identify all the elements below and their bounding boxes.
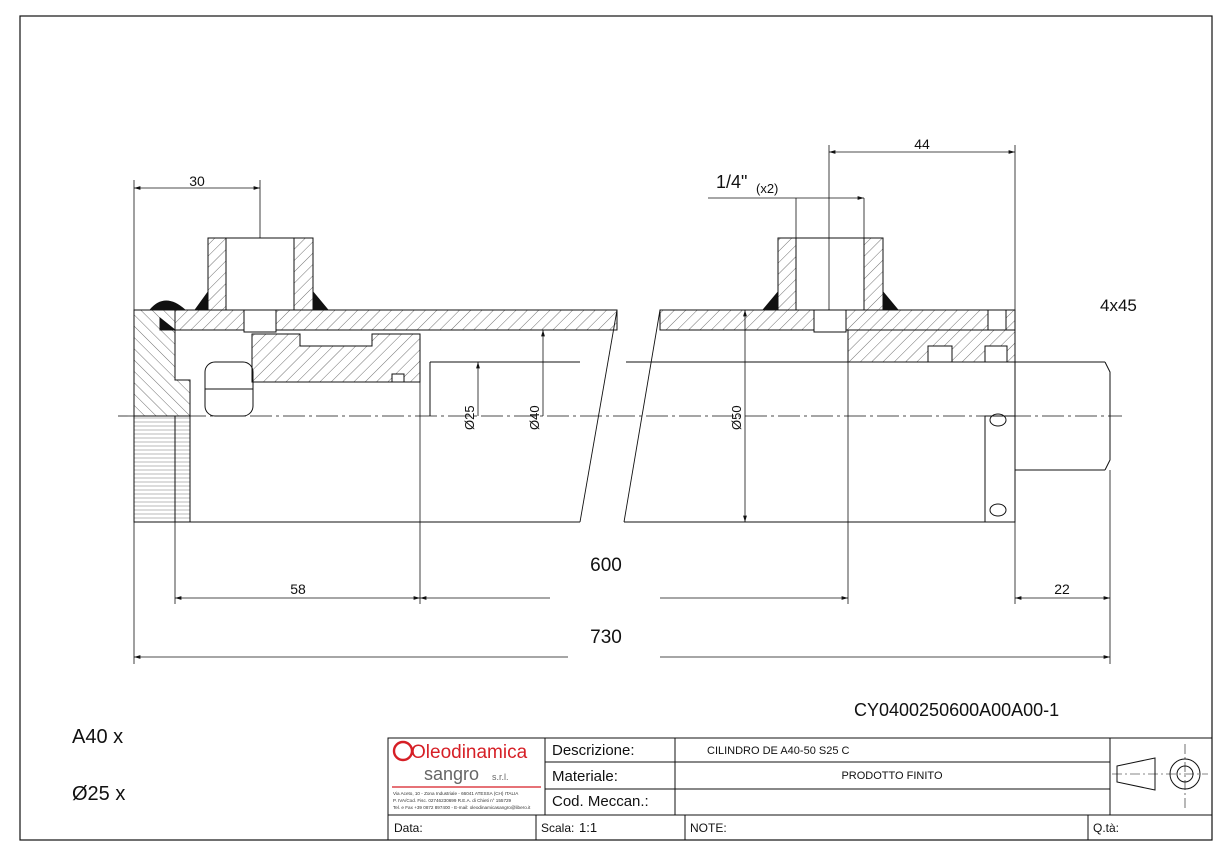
- logo-word1: Oleodinamica: [411, 742, 528, 763]
- logo-contact: Tel. e Fax +39 0872 897400 - E-mail: ole…: [393, 805, 531, 810]
- dim-dia50: Ø50: [729, 405, 744, 430]
- data-label: Data:: [394, 821, 423, 835]
- logo-suffix: s.r.l.: [492, 772, 509, 782]
- descrizione-value: CILINDRO DE A40-50 S25 C: [707, 745, 850, 757]
- dim-thread-qty: (x2): [756, 181, 778, 196]
- scala-label: Scala:: [541, 821, 574, 835]
- descrizione-label: Descrizione:: [552, 742, 635, 759]
- dim-chamfer: 4x45: [1100, 296, 1137, 315]
- dim-22: 22: [1054, 581, 1070, 597]
- scala-value: 1:1: [579, 820, 597, 835]
- materiale-label: Materiale:: [552, 768, 618, 785]
- dimension-lines: [133, 145, 1111, 664]
- dim-dia25: Ø25: [462, 405, 477, 430]
- qta-label: Q.tà:: [1093, 821, 1119, 835]
- barrel-wall-left: [174, 309, 618, 331]
- cod-meccan-label: Cod. Meccan.:: [552, 793, 649, 810]
- logo-word2: sangro: [424, 764, 479, 784]
- note-label: NOTE:: [690, 821, 727, 835]
- spec-rod: Ø25 x: [72, 783, 125, 805]
- rod-end-chamfer: [1104, 361, 1111, 471]
- dim-730: 730: [590, 627, 622, 648]
- spec-bore: A40 x: [72, 726, 123, 748]
- dim-600: 600: [590, 555, 622, 576]
- projection-symbol: [1116, 757, 1156, 791]
- piston: [251, 333, 421, 383]
- title-block: [387, 737, 1213, 841]
- logo-vat: P. IVA/Cod. Fisc. 02746230699 R.E.A. di …: [393, 798, 512, 803]
- rear-cap-thread: [133, 415, 191, 523]
- company-logo: Oleodinamica sangro s.r.l. Via Aceto, 10…: [392, 740, 541, 810]
- dim-58: 58: [290, 581, 306, 597]
- cylinder-section: [118, 237, 1122, 523]
- dim-thread: 1/4": [716, 172, 747, 192]
- materiale-value: PRODOTTO FINITO: [841, 770, 942, 782]
- logo-address: Via Aceto, 10 - Zona Industriale - 66041…: [393, 791, 519, 796]
- dim-dia40: Ø40: [527, 405, 542, 430]
- part-code: CY0400250600A00A00-1: [854, 700, 1059, 720]
- break-line-2: [623, 309, 661, 523]
- dim-44: 44: [914, 136, 930, 152]
- break-line-1: [579, 309, 618, 523]
- dim-30: 30: [189, 173, 205, 189]
